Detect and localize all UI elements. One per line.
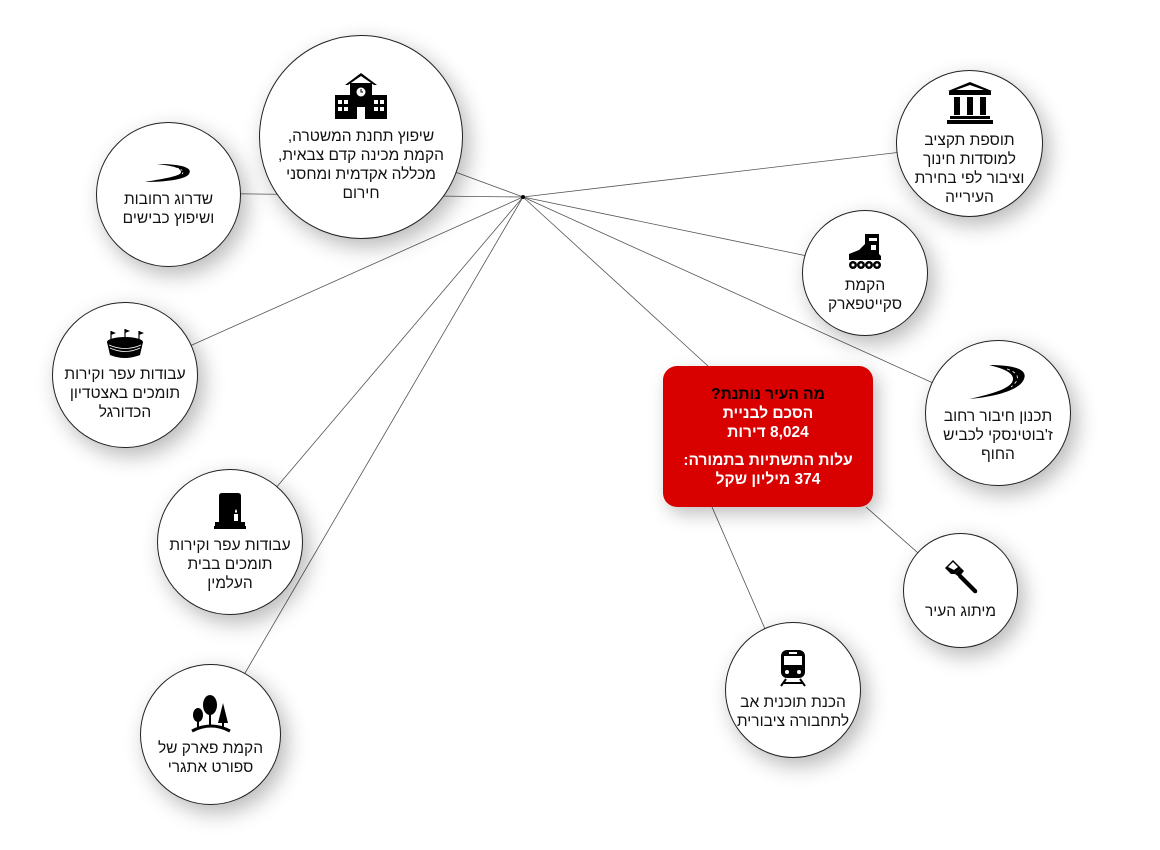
node-roads: שדרוג רחובות ושיפוץ כבישים (96, 122, 241, 267)
node-label: הקמת סקייטפארק (827, 277, 903, 313)
node-label: עבודות עפר וקירות תומכים בבית העלמין (169, 536, 291, 592)
road-icon (144, 163, 190, 182)
node-label: מיתוג העיר (924, 603, 997, 620)
node-label: הקמת פארק של ספורט אתגרי (157, 739, 264, 776)
roller-skate-icon (849, 234, 881, 269)
node-skate: הקמת סקייטפארק (802, 210, 928, 336)
node-zhabotinsky: תכנון חיבור רחוב ז'בוטינסקי לכביש החוף (925, 340, 1071, 486)
node-label: הכנת תוכנית אב לתחבורה ציבורית (736, 694, 850, 730)
node-label: תכנון חיבור רחוב ז'בוטינסקי לכביש החוף (943, 407, 1053, 463)
center-cost-label: עלות התשתיות בתמורה: (683, 451, 853, 469)
center-line1: הסכם לבניית (722, 404, 814, 422)
connector-center (522, 196, 709, 367)
hub-point (521, 195, 525, 199)
node-stadium: עבודות עפר וקירות תומכים באצטדיון הכדורג… (52, 302, 198, 448)
tombstone-icon (214, 492, 246, 529)
center-line2: 8,024 דירות (727, 423, 809, 441)
node-label: תוספת תקציב למוסדות חינוך וציבור לפי בחי… (914, 131, 1025, 206)
node-label: שדרוג רחובות ושיפוץ כבישים (122, 190, 215, 227)
connector-zhabotinsky (522, 196, 998, 413)
node-transit: הכנת תוכנית אב לתחבורה ציבורית (725, 622, 861, 758)
center-cost-value: 374 מיליון שקל (715, 470, 821, 488)
connector-budget (522, 143, 970, 198)
stadium-icon (107, 328, 144, 358)
node-cemetery: עבודות עפר וקירות תומכים בבית העלמין (157, 469, 303, 615)
paintbrush-icon (944, 560, 977, 594)
node-park: הקמת פארק של ספורט אתגרי (140, 664, 281, 805)
train-icon (780, 650, 806, 687)
node-police: שיפוץ תחנת המשטרה, הקמת מכינה קדם צבאית,… (259, 35, 463, 239)
node-label: שיפוץ תחנת המשטרה, הקמת מכינה קדם צבאית,… (278, 128, 444, 202)
node-label: עבודות עפר וקירות תומכים באצטדיון הכדורג… (64, 365, 186, 421)
center-summary-box: מה העיר נותנת? הסכם לבניית 8,024 דירות ע… (663, 366, 873, 507)
connector-park (209, 196, 524, 734)
school-building-icon (335, 73, 387, 119)
node-budget: תוספת תקציב למוסדות חינוך וציבור לפי בחי… (896, 70, 1043, 217)
center-question: מה העיר נותנת? (711, 385, 825, 403)
connector-cemetery (229, 196, 524, 543)
road-icon (969, 364, 1025, 399)
institution-columns-icon (946, 81, 993, 124)
node-branding: מיתוג העיר (903, 533, 1018, 648)
trees-icon (190, 694, 231, 732)
